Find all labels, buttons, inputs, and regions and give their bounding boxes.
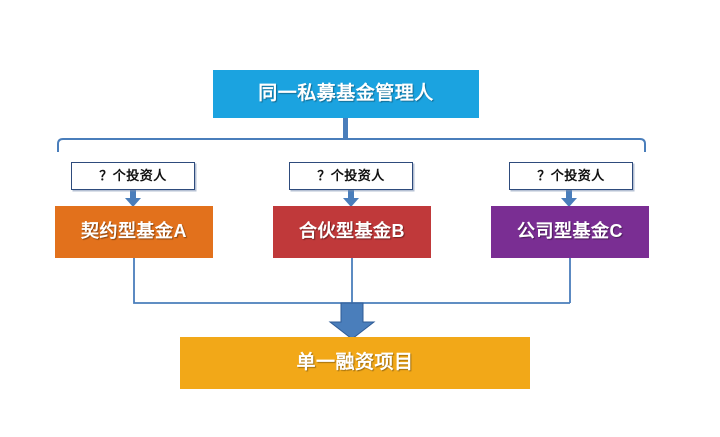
manager-distribution-bracket — [57, 138, 646, 152]
funds-to-project-merge — [133, 258, 571, 304]
investor-to-fund-arrow-2 — [561, 190, 577, 207]
project-arrow — [328, 302, 376, 340]
manager-to-bracket-stub — [343, 118, 348, 139]
investor-count-label-0: ？个投资人 — [71, 162, 195, 190]
fund-manager-box: 同一私募基金管理人 — [213, 70, 479, 118]
investor-to-fund-arrow-0 — [125, 190, 141, 207]
fund-box-contractual: 契约型基金A — [55, 206, 213, 258]
investor-to-fund-arrow-1 — [343, 190, 359, 207]
fund-box-partnership: 合伙型基金B — [273, 206, 431, 258]
financing-project-box: 单一融资项目 — [180, 337, 530, 389]
investor-count-label-2: ？个投资人 — [509, 162, 633, 190]
fund-box-corporate: 公司型基金C — [491, 206, 649, 258]
investor-count-label-1: ？个投资人 — [289, 162, 413, 190]
